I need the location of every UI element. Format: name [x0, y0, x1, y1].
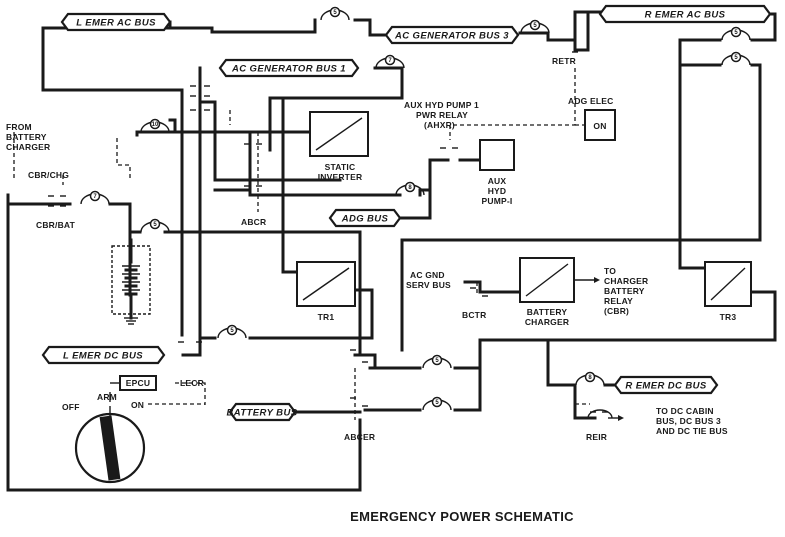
tr3-label: TR3: [720, 312, 737, 322]
circuit-breaker: 5: [721, 26, 751, 41]
circuit-breaker: 5: [320, 6, 350, 21]
circuit-breaker: 8: [575, 371, 605, 386]
breaker-mark: 5: [153, 222, 157, 228]
circuit-breaker: 10: [140, 118, 170, 133]
switch-off-label: OFF: [62, 402, 80, 412]
epcu-label: EPCU: [126, 378, 150, 388]
circuit-breaker: 5: [217, 324, 247, 339]
aux-hyd-relay-label-3: (AHXR): [424, 120, 455, 130]
circuit-breaker: 7: [80, 190, 110, 205]
labels: FROM BATTERY CHARGER CBR/CHG CBR/BAT ABC…: [6, 56, 728, 524]
from-battery-charger-2: BATTERY: [6, 132, 47, 142]
to-charger-label-3: BATTERY: [604, 286, 645, 296]
l-emer-dc-label: L EMER DC BUS: [63, 351, 143, 362]
ac-gen-1-label: AC GENERATOR BUS 1: [231, 64, 346, 75]
from-battery-charger-3: CHARGER: [6, 142, 50, 152]
bus-ac-gen-1: AC GENERATOR BUS 1: [218, 58, 360, 78]
circuit-breaker: 5: [520, 19, 550, 34]
breaker-mark: 8: [588, 375, 592, 381]
ac-gnd-label-1: AC GND: [410, 270, 445, 280]
breaker-mark: 5: [435, 400, 439, 406]
to-dc-cabin-label-3: AND DC TIE BUS: [656, 426, 728, 436]
abcer-label: ABCER: [344, 432, 375, 442]
l-emer-ac-label: L EMER AC BUS: [76, 18, 156, 29]
aux-hyd-pump-label-2: HYD: [488, 186, 507, 196]
lecr-label: LECR: [180, 378, 204, 388]
bctr-label: BCTR: [462, 310, 486, 320]
breaker-mark: 10: [152, 122, 159, 128]
switch-arm-label: ARM: [97, 392, 117, 402]
switch-on-label: ON: [131, 400, 144, 410]
aux-hyd-relay-label-1: AUX HYD PUMP 1: [404, 100, 479, 110]
ac-gnd-label-2: SERV BUS: [406, 280, 451, 290]
breaker-mark: 7: [388, 58, 392, 64]
circuit-breaker: [587, 409, 613, 419]
battery-bus-label: BATTERY BUS: [227, 408, 298, 419]
epcu-box: EPCU: [119, 375, 157, 391]
tr1: TR1: [296, 261, 356, 322]
circuit-breaker: 5: [422, 396, 452, 411]
r-emer-dc-label: R EMER DC BUS: [625, 381, 706, 392]
breaker-mark: 5: [333, 10, 337, 16]
battery-symbol: [111, 238, 151, 325]
wiring: [6, 10, 777, 492]
bus-r-emer-ac: R EMER AC BUS: [598, 4, 772, 24]
circuit-breaker: 5: [721, 51, 751, 66]
breaker-mark: 5: [533, 23, 537, 29]
abcr-label: ABCR: [241, 217, 266, 227]
static-inverter-label-1: STATIC: [325, 162, 356, 172]
breaker-mark: 7: [93, 194, 97, 200]
circuit-breaker: 8: [395, 181, 425, 196]
circuit-breakers: 5 5 7 10 7 5 5 5 8 5 5 5 8: [80, 6, 751, 419]
r-emer-ac-label: R EMER AC BUS: [645, 10, 726, 21]
to-charger-label-4: RELAY: [604, 296, 633, 306]
aux-hyd-pump-label-1: AUX: [488, 176, 507, 186]
static-inverter: STATIC INVERTER: [309, 111, 369, 182]
bus-ac-gen-3: AC GENERATOR BUS 3: [384, 25, 520, 45]
schematic-title: EMERGENCY POWER SCHEMATIC: [350, 509, 574, 524]
breaker-mark: 5: [734, 30, 738, 36]
bus-l-emer-dc: L EMER DC BUS: [41, 345, 166, 365]
to-dc-cabin-label-2: BUS, DC BUS 3: [656, 416, 721, 426]
battery-charger-label-1: BATTERY: [527, 307, 568, 317]
aux-hyd-relay-label-2: PWR RELAY: [416, 110, 468, 120]
bus-r-emer-dc: R EMER DC BUS: [613, 375, 719, 395]
adg-bus-label: ADG BUS: [341, 214, 389, 225]
breaker-mark: 8: [408, 185, 412, 191]
to-charger-label-2: CHARGER: [604, 276, 648, 286]
to-dc-cabin-label-1: TO DC CABIN: [656, 406, 714, 416]
from-battery-charger-1: FROM: [6, 122, 32, 132]
bus-l-emer-ac: L EMER AC BUS: [60, 12, 172, 32]
cbr-bat-label: CBR/BAT: [36, 220, 76, 230]
breaker-mark: 5: [435, 358, 439, 364]
breaker-mark: 5: [734, 55, 738, 61]
circuit-breaker: 7: [375, 54, 405, 69]
relay-contacts: [48, 39, 624, 421]
adg-elec-switch: ON ADG ELEC: [568, 96, 616, 141]
control-lines: [13, 68, 590, 420]
battery-charger-label-2: CHARGER: [525, 317, 569, 327]
battery-charger: BATTERY CHARGER: [519, 257, 600, 327]
static-inverter-label-2: INVERTER: [318, 172, 363, 182]
retr-label: RETR: [552, 56, 576, 66]
tr1-label: TR1: [318, 312, 335, 322]
aux-hyd-pump: AUX HYD PUMP-I: [479, 139, 515, 206]
bus-battery: BATTERY BUS: [227, 402, 298, 422]
ac-gen-3-label: AC GENERATOR BUS 3: [394, 31, 509, 42]
adg-elec-label: ADG ELEC: [568, 96, 614, 106]
to-charger-label-1: TO: [604, 266, 616, 276]
breaker-mark: 5: [230, 328, 234, 334]
adg-on-label: ON: [593, 121, 606, 131]
emergency-power-switch: OFF ARM ON: [62, 392, 146, 484]
reir-label: REIR: [586, 432, 607, 442]
cbr-chg-label: CBR/CHG: [28, 170, 69, 180]
circuit-breaker: 5: [140, 218, 170, 233]
bus-adg: ADG BUS: [328, 208, 402, 228]
circuit-breaker: 5: [422, 354, 452, 369]
to-charger-label-5: (CBR): [604, 306, 629, 316]
tr3: TR3: [704, 261, 752, 322]
aux-hyd-pump-label-3: PUMP-I: [482, 196, 513, 206]
